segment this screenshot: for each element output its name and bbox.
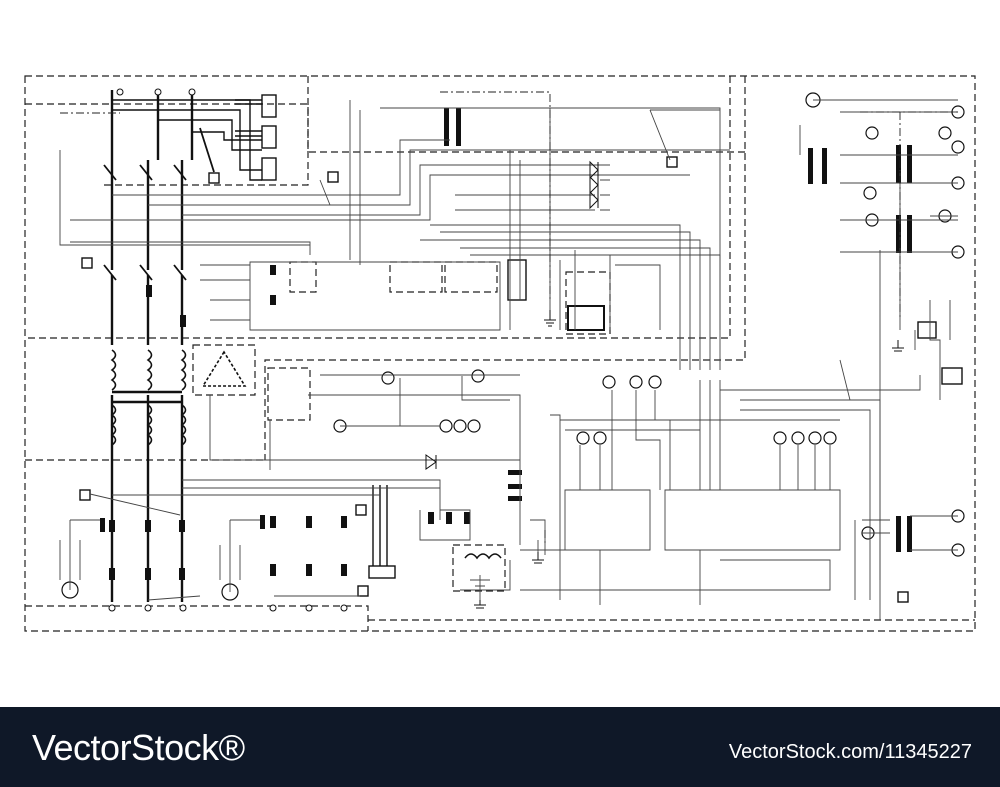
diode-stack (425, 160, 599, 470)
delta-winding-symbol (201, 350, 247, 387)
watermark-footer: VectorStock® VectorStock.com/11345227 (0, 707, 1000, 787)
vectorstock-logo: VectorStock® (32, 727, 245, 768)
main-phase-conductors (110, 90, 194, 602)
dash-dot-lines (60, 91, 958, 545)
wiring-schematic (24, 75, 976, 632)
control-wiring (59, 99, 958, 620)
terminal-strips (112, 94, 396, 579)
contact-blocks (100, 108, 912, 580)
reference-markers (79, 156, 963, 603)
stock-image-id: VectorStock.com/11345227 (728, 741, 972, 763)
dashed-enclosures (24, 75, 976, 632)
transformer-windings (110, 349, 502, 560)
ground-symbols (474, 310, 904, 609)
disconnect-switches (103, 127, 215, 281)
output-terminals (108, 88, 348, 612)
